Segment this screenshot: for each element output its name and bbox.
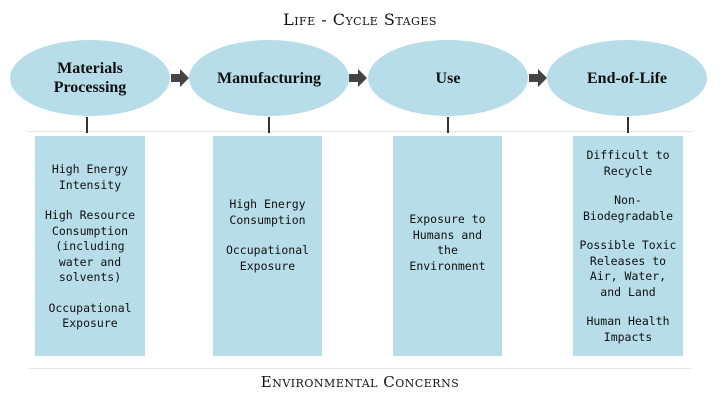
right-arrow-icon [349, 69, 367, 87]
concerns-use: Exposure to Humans and the Environment [393, 136, 502, 356]
top-divider [28, 131, 692, 132]
concerns-end-of-life: Difficult to Recycle Non- Biodegradable … [573, 136, 683, 356]
concern-item: High Energy Consumption [229, 197, 306, 227]
stage-label: End-of-Life [587, 69, 667, 87]
connector-line [447, 117, 449, 133]
concerns-manufacturing: High Energy Consumption Occupational Exp… [213, 136, 322, 356]
concern-item: Occupational Exposure [225, 243, 310, 273]
stage-materials-processing: Materials Processing [10, 40, 170, 116]
right-arrow-icon [529, 69, 547, 87]
stage-end-of-life: End-of-Life [547, 40, 707, 116]
concern-item: Occupational Exposure [48, 300, 132, 331]
concern-item: High Resource Consumption (including wat… [44, 208, 135, 284]
concern-item: Non- Biodegradable [582, 193, 673, 223]
stage-use: Use [368, 40, 528, 116]
diagram-footer: Environmental Concerns [260, 373, 460, 391]
connector-line [627, 117, 629, 133]
concerns-materials-processing: High Energy Intensity High Resource Cons… [35, 136, 145, 356]
concern-item: Difficult to Recycle [586, 148, 670, 178]
connector-line [86, 117, 88, 133]
stage-label: Materials Processing [53, 60, 127, 96]
diagram-title: Life - Cycle Stages [283, 10, 437, 29]
concern-item: Exposure to Humans and the Environment [409, 212, 486, 273]
concern-item: Possible Toxic Releases to Air, Water, a… [579, 238, 677, 299]
bottom-divider [28, 368, 692, 369]
connector-line [268, 117, 270, 133]
concern-item: Human Health Impacts [586, 314, 670, 344]
stage-label: Use [435, 69, 461, 87]
stage-label: Manufacturing [217, 69, 321, 87]
concern-item: High Energy Intensity [51, 162, 129, 192]
stage-manufacturing: Manufacturing [189, 40, 349, 116]
right-arrow-icon [171, 69, 189, 87]
